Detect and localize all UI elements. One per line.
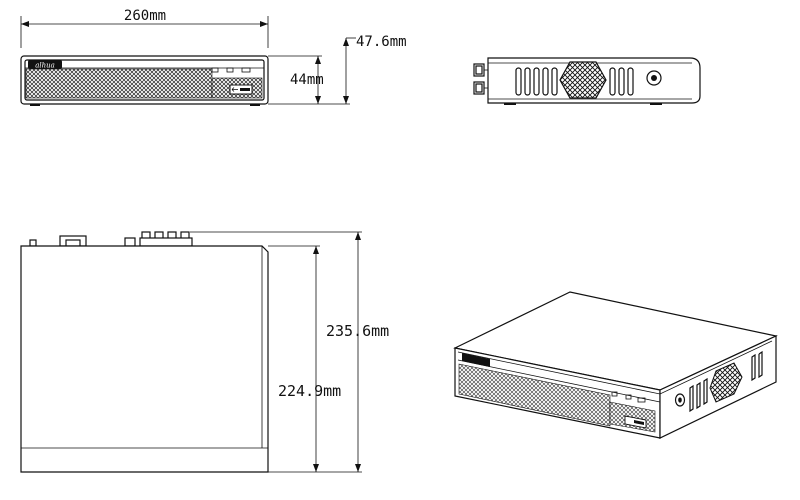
side-view [473, 57, 701, 105]
height-body-label: 44mm [290, 72, 324, 88]
front-vent-mesh [25, 68, 213, 99]
iso-fan-grille [709, 362, 743, 403]
indicator-light [241, 67, 251, 73]
depth-body-label: 224.9mm [278, 382, 341, 400]
side-vent-left [515, 67, 558, 96]
indicator-light [226, 67, 234, 73]
height-dimension: 44mm 47.6mm [268, 34, 407, 105]
top-panel [20, 245, 269, 473]
front-view: 260mm alhua 44mm [20, 8, 407, 106]
width-dimension: 260mm [20, 8, 269, 48]
rear-connectors [29, 231, 193, 247]
top-view: 224.9mm 235.6mm [20, 231, 389, 473]
depth-total-label: 235.6mm [326, 322, 389, 340]
side-vent-right [609, 67, 634, 96]
brand-logo [28, 60, 62, 69]
depth-dimension: 224.9mm 235.6mm [190, 231, 389, 473]
iso-brand-logo [462, 353, 490, 367]
height-total-label: 47.6mm [356, 34, 407, 50]
iso-front-mesh [458, 363, 611, 427]
indicator-light [211, 67, 219, 73]
width-label: 260mm [124, 8, 166, 24]
isometric-view [453, 291, 778, 439]
brand-logo-text: alhua [35, 62, 55, 70]
fan-grille [559, 61, 607, 99]
iso-side-vents [689, 350, 763, 413]
